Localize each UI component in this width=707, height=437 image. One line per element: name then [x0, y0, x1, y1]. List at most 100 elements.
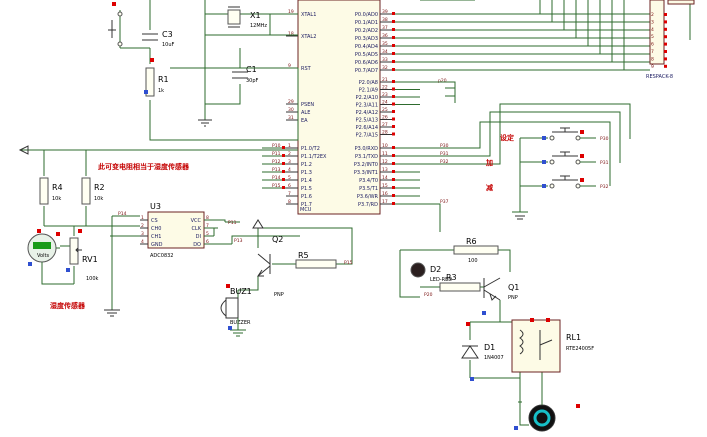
- svg-text:2: 2: [141, 223, 144, 229]
- mcu-pin-num: 25: [382, 107, 388, 113]
- mcu-pin-label: P2.3/A11: [356, 103, 378, 109]
- pushbutton[interactable]: [552, 151, 578, 157]
- u3-pin: VCC: [191, 218, 202, 224]
- p2-net: p20: [420, 78, 456, 103]
- r1-value: 1k: [158, 88, 164, 94]
- rl1-value: RTE24005F: [566, 346, 594, 352]
- pushbutton[interactable]: [552, 127, 578, 133]
- mcu-pin-num: 37: [382, 25, 388, 31]
- mcu-pin-label: P0.5/AD5: [355, 52, 378, 58]
- mcu-pin-label: P2.7/A15: [356, 133, 378, 139]
- pushbutton[interactable]: [552, 175, 578, 181]
- mcu-pin-num: 27: [382, 122, 388, 128]
- d2-ref: D2: [430, 265, 441, 274]
- u3-pin: GND: [151, 242, 163, 248]
- respack: [649, 0, 665, 65]
- c3-ref: C3: [162, 30, 173, 39]
- mcu-pin-num: 22: [382, 85, 388, 91]
- crystal-reset-group: X1 12MHz C1 30pF C3 10uF R1 1k: [108, 0, 299, 141]
- p20-net: p20: [438, 78, 447, 84]
- mcu-pin-label: P3.5/T1: [359, 186, 378, 192]
- net-label: P11: [272, 151, 281, 157]
- mcu-pin-num: 30: [288, 107, 294, 113]
- mcu-pin-num: 18: [288, 31, 294, 37]
- mcu-pin-label: P1.1/T2EX: [301, 154, 327, 160]
- mcu-pin-label: P1.3: [301, 170, 312, 176]
- mcu-pin-label: P0.0/AD0: [355, 12, 378, 18]
- u3-pin: CH1: [151, 234, 161, 240]
- mcu-pin-num: 14: [382, 175, 388, 181]
- sensor-group: R4 10k R2 10k RV1 100k Volts 此可变电阻相当于湿度传…: [18, 145, 298, 317]
- mcu-pin-label: P0.6/AD6: [355, 60, 378, 66]
- button-net: P30: [600, 136, 609, 142]
- mcu-pin-label: P1.0/T2: [301, 146, 320, 152]
- mcu-pin-label: EA: [301, 118, 308, 124]
- c1-ref: C1: [246, 65, 257, 74]
- net-label: P12: [272, 159, 281, 165]
- net-p13: P13: [234, 238, 243, 244]
- q2-ref: Q2: [272, 235, 283, 244]
- mcu-pin-num: 23: [382, 92, 388, 98]
- crystal-x1: [227, 9, 241, 25]
- rv1-ref: RV1: [82, 255, 98, 264]
- mcu-pin-label: P0.2/AD2: [355, 28, 378, 34]
- mcu-pin-label: RST: [301, 66, 312, 72]
- mcu-pin-num: 16: [382, 191, 388, 197]
- mcu-pin-label: P3.0/RXD: [355, 146, 379, 152]
- svg-text:1: 1: [141, 215, 144, 221]
- mcu-pin-label: ALE: [301, 110, 310, 116]
- label-plus: 加: [485, 158, 493, 167]
- mcu-pin-num: 15: [382, 183, 388, 189]
- mcu-pin-num: 32: [382, 65, 388, 71]
- resistor-r6: [453, 245, 499, 255]
- mcu-pin-num: 5: [288, 175, 291, 181]
- mcu-pin-label: P1.6: [301, 194, 312, 200]
- resistor-r5: [295, 259, 337, 269]
- net-label: P13: [272, 167, 281, 173]
- mcu-pin-num: 2: [288, 151, 291, 157]
- mcu-pin-num: 36: [382, 33, 388, 39]
- transistor-q1: [483, 277, 501, 301]
- potentiometer-rv1: [69, 237, 79, 265]
- mcu-pin-num: 10: [382, 143, 388, 149]
- r4-ref: R4: [52, 183, 63, 192]
- mcu-pin-label: P3.4/T0: [359, 178, 378, 184]
- rv1-value: 100k: [86, 276, 99, 282]
- button-contact: [549, 159, 555, 165]
- u3-pin: CH0: [151, 226, 161, 232]
- motor: [528, 404, 556, 432]
- mcu-pin-label: P2.2/A10: [356, 95, 378, 101]
- d2-value: LED-RED: [430, 277, 452, 283]
- r3-ref: R3: [446, 273, 457, 282]
- mcu-pin-num: 33: [382, 57, 388, 63]
- mcu-pin-label: P2.0/A8: [359, 80, 378, 86]
- svg-text:3: 3: [141, 231, 144, 237]
- q1-value: PNP: [508, 295, 518, 301]
- svg-text:8: 8: [206, 215, 209, 221]
- resistor-r4: [39, 177, 49, 205]
- net-label: P30: [440, 143, 449, 149]
- resistor-r3: [439, 282, 481, 292]
- x1-value: 12MHz: [250, 23, 267, 29]
- u3-pin: CS: [151, 218, 158, 224]
- meter-unit: Volts: [37, 253, 49, 259]
- mcu-pin-label: P0.7/AD7: [355, 68, 378, 74]
- p20-net-2: P20: [424, 292, 433, 298]
- u3-pin: DO: [193, 242, 201, 248]
- mcu-pin-num: 13: [382, 167, 388, 173]
- mcu-pin-label: P1.2: [301, 162, 312, 168]
- mcu-pin-label: P3.3/INT1: [354, 170, 378, 176]
- net-label: P14: [272, 175, 281, 181]
- button-contact: [549, 135, 555, 141]
- mcu-pin-label: P1.7: [301, 202, 312, 208]
- d1-ref: D1: [484, 343, 495, 352]
- mcu-pin-num: 6: [288, 183, 291, 189]
- net-p15: P15: [344, 260, 353, 266]
- button-net: P31: [600, 160, 609, 166]
- mcu-right-pins: 39P0.0/AD038P0.1/AD137P0.2/AD236P0.3/AD3…: [354, 9, 420, 208]
- x1-ref: X1: [250, 11, 261, 20]
- mcu-pin-num: 3: [288, 159, 291, 165]
- mcu-pin-label: P2.5/A13: [356, 118, 378, 124]
